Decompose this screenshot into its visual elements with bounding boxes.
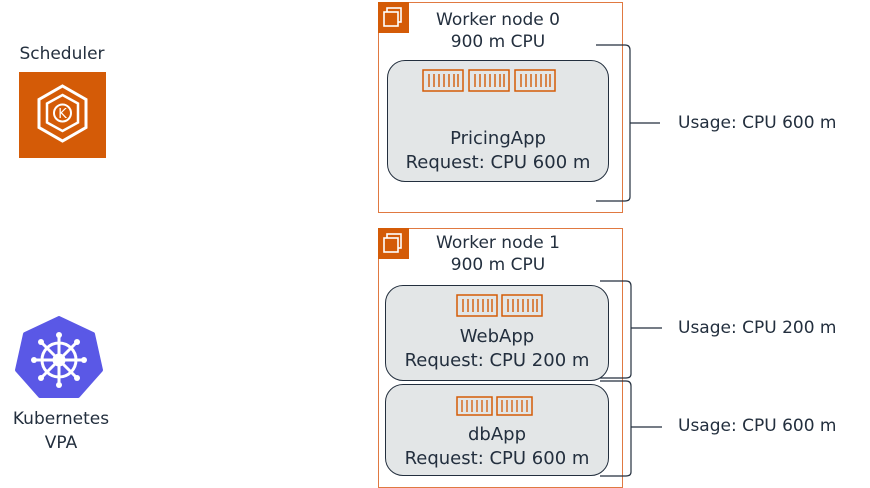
worker-node-0-header: Worker node 0 900 m CPU xyxy=(428,9,568,53)
container-icon xyxy=(455,395,535,417)
pod-name: dbApp xyxy=(467,424,527,445)
pod-pricingapp-text: PricingApp Request: CPU 600 m xyxy=(387,127,609,175)
worker-node-1-title: Worker node 1 xyxy=(436,233,560,253)
ec2-instance-icon xyxy=(378,2,409,33)
svg-text:K: K xyxy=(58,107,67,122)
pod-request: Request: CPU 600 m xyxy=(404,448,590,469)
pod-webapp-text: WebApp Request: CPU 200 m xyxy=(385,325,609,373)
pod-request: Request: CPU 200 m xyxy=(404,350,590,371)
container-icon xyxy=(455,293,545,318)
container-icon xyxy=(421,68,557,93)
usage-webapp: Usage: CPU 200 m xyxy=(678,318,837,338)
scheduler-icon: K xyxy=(19,72,106,158)
pod-request: Request: CPU 600 m xyxy=(405,152,591,173)
worker-node-1-cpu: 900 m CPU xyxy=(450,255,546,275)
worker-node-0-title: Worker node 0 xyxy=(436,10,560,30)
worker-node-1-header: Worker node 1 900 m CPU xyxy=(428,232,568,276)
vpa-label-line2: VPA xyxy=(44,433,78,453)
pod-name: PricingApp xyxy=(450,128,546,149)
worker-node-0-cpu: 900 m CPU xyxy=(450,32,546,52)
usage-pricingapp: Usage: CPU 600 m xyxy=(678,113,837,133)
vpa-label: Kubernetes VPA xyxy=(5,407,117,455)
usage-brace xyxy=(600,380,662,477)
pod-pricingapp xyxy=(387,60,609,182)
kubernetes-helm-wheel-icon xyxy=(14,316,104,398)
pod-name: WebApp xyxy=(459,326,535,347)
ec2-instance-icon xyxy=(378,228,409,259)
usage-brace xyxy=(600,280,662,379)
usage-dbapp: Usage: CPU 600 m xyxy=(678,416,837,436)
vpa-label-line1: Kubernetes xyxy=(12,409,110,429)
pod-dbapp-text: dbApp Request: CPU 600 m xyxy=(385,423,609,471)
scheduler-label: Scheduler xyxy=(19,44,105,64)
usage-brace xyxy=(596,44,660,202)
